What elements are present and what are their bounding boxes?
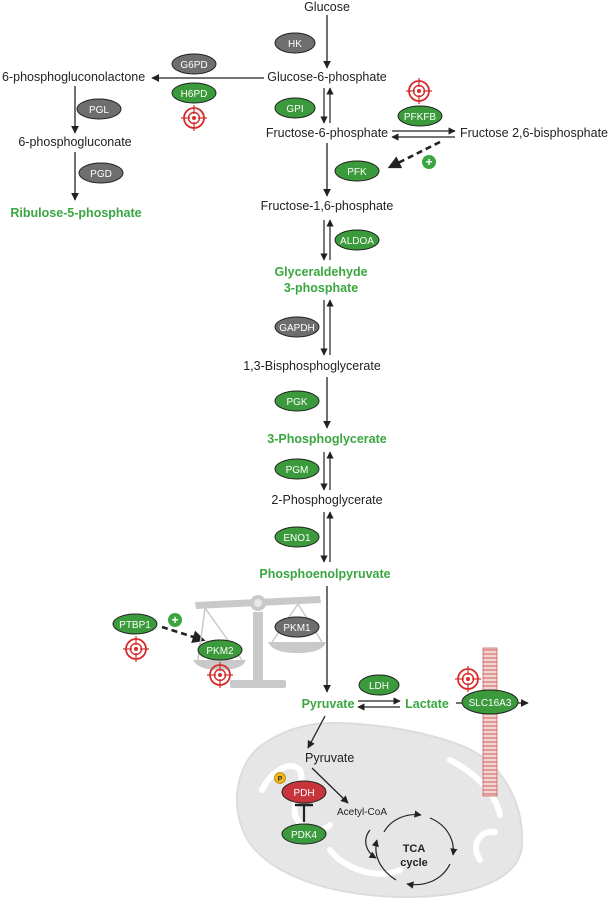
svg-text:PDK4: PDK4 [291, 830, 318, 841]
reversible-g6p-f6p [320, 87, 334, 124]
arrow-pyruvate-to-acetyl-coa [311, 767, 349, 804]
svg-text:PDH: PDH [293, 788, 314, 799]
enzyme-pdh: PDH [281, 780, 327, 804]
enzyme-aldoa: ALDOA [334, 229, 380, 251]
cell-membrane [482, 647, 498, 797]
enzyme-gapdh: GAPDH [274, 316, 320, 338]
metabolite-6-phosphogluconate: 6-phosphogluconate [18, 135, 131, 149]
reversible-2pg-pep [320, 511, 334, 563]
metabolite-6-phosphogluconolactone: 6-phosphogluconolactone [2, 70, 145, 84]
activation-badge-pkm2: + [168, 613, 182, 627]
drug-target-icon-h6pd [180, 104, 208, 132]
arrow-pyruvate-into-mito [307, 715, 326, 749]
svg-text:LDH: LDH [369, 681, 389, 692]
enzyme-eno1: ENO1 [274, 526, 320, 548]
metabolite-acetyl-coa: Acetyl-CoA [337, 807, 387, 818]
svg-text:PTBP1: PTBP1 [119, 620, 151, 631]
svg-text:ALDOA: ALDOA [340, 236, 374, 247]
svg-text:PKM1: PKM1 [283, 623, 311, 634]
svg-text:ENO1: ENO1 [283, 533, 311, 544]
svg-text:HK: HK [288, 39, 302, 50]
enzyme-pdk4: PDK4 [281, 823, 327, 845]
drug-target-icon-ptbp1 [122, 635, 150, 663]
transporter-slc16a3: SLC16A3 [461, 689, 519, 715]
svg-text:PKM2: PKM2 [206, 646, 234, 657]
tca-cycle-arrows [365, 810, 458, 889]
tca-cycle-label-2: cycle [400, 857, 428, 869]
reversible-f16bp-gap [320, 219, 334, 261]
enzyme-ldh: LDH [358, 674, 400, 696]
svg-text:+: + [171, 613, 178, 627]
svg-text:GPI: GPI [286, 104, 303, 115]
metabolite-3-phosphate: 3-phosphate [284, 281, 358, 295]
svg-text:PGL: PGL [89, 105, 109, 116]
metabolite-glucose-6-phosphate: Glucose-6-phosphate [267, 70, 387, 84]
enzyme-pkm2: PKM2 [197, 639, 243, 661]
tca-cycle-label-1: TCA [403, 843, 426, 855]
phospho-badge-pdh: P [274, 772, 286, 784]
metabolite-glyceraldehyde: Glyceraldehyde [274, 265, 367, 279]
metabolite-pyruvate: Pyruvate [302, 697, 355, 711]
enzyme-pfkfb: PFKFB [397, 105, 443, 127]
metabolite-fructose-2-6-bisphosphate: Fructose 2,6-bisphosphate [460, 126, 608, 140]
drug-target-icon-pfkfb [405, 77, 433, 105]
reversible-3pg-2pg [320, 451, 334, 491]
enzyme-pfk: PFK [334, 160, 380, 182]
arrow-ptbp1-activates-pkm2 [161, 625, 206, 644]
enzyme-ptbp1: PTBP1 [112, 613, 158, 635]
metabolite-2-phosphoglycerate: 2-Phosphoglycerate [271, 493, 382, 507]
activation-badge-pfk: + [422, 155, 436, 169]
enzyme-pkm1: PKM1 [274, 616, 320, 638]
metabolite-1-3-bisphosphoglycerate: 1,3-Bisphosphoglycerate [243, 359, 381, 373]
reversible-f6p-f26bp [391, 127, 456, 141]
svg-text:GAPDH: GAPDH [279, 323, 315, 334]
metabolite-mito-pyruvate: Pyruvate [305, 751, 354, 765]
svg-text:PGM: PGM [286, 465, 309, 476]
enzyme-gpi: GPI [274, 97, 316, 119]
enzyme-pgm: PGM [274, 458, 320, 480]
metabolite-glucose: Glucose [304, 0, 350, 14]
svg-text:PGK: PGK [286, 397, 307, 408]
enzyme-pgl: PGL [76, 98, 122, 120]
enzyme-pgk: PGK [274, 390, 320, 412]
inhibition-pdk4-pdh [295, 803, 313, 822]
svg-text:PFK: PFK [347, 167, 367, 178]
drug-target-icon-slc16a3 [454, 665, 482, 693]
metabolite-ribulose-5-phosphate: Ribulose-5-phosphate [10, 206, 141, 220]
metabolite-3-phosphoglycerate: 3-Phosphoglycerate [267, 432, 387, 446]
metabolite-fructose-1-6-phosphate: Fructose-1,6-phosphate [261, 199, 394, 213]
enzyme-h6pd: H6PD [171, 82, 217, 104]
metabolite-phosphoenolpyruvate: Phosphoenolpyruvate [259, 567, 390, 581]
svg-text:G6PD: G6PD [180, 60, 207, 71]
svg-text:SLC16A3: SLC16A3 [469, 698, 512, 709]
svg-text:+: + [425, 155, 432, 169]
enzyme-hk: HK [274, 32, 316, 54]
reversible-gap-bpg [320, 299, 334, 356]
metabolite-fructose-6-phosphate: Fructose-6-phosphate [266, 126, 388, 140]
enzyme-g6pd: G6PD [171, 53, 217, 75]
svg-text:PFKFB: PFKFB [404, 112, 437, 123]
svg-text:PGD: PGD [90, 169, 112, 180]
reversible-pyruvate-lactate [357, 697, 401, 711]
svg-text:P: P [278, 776, 283, 783]
enzyme-pgd: PGD [78, 162, 124, 184]
svg-text:H6PD: H6PD [181, 89, 208, 100]
metabolite-lactate: Lactate [405, 697, 449, 711]
